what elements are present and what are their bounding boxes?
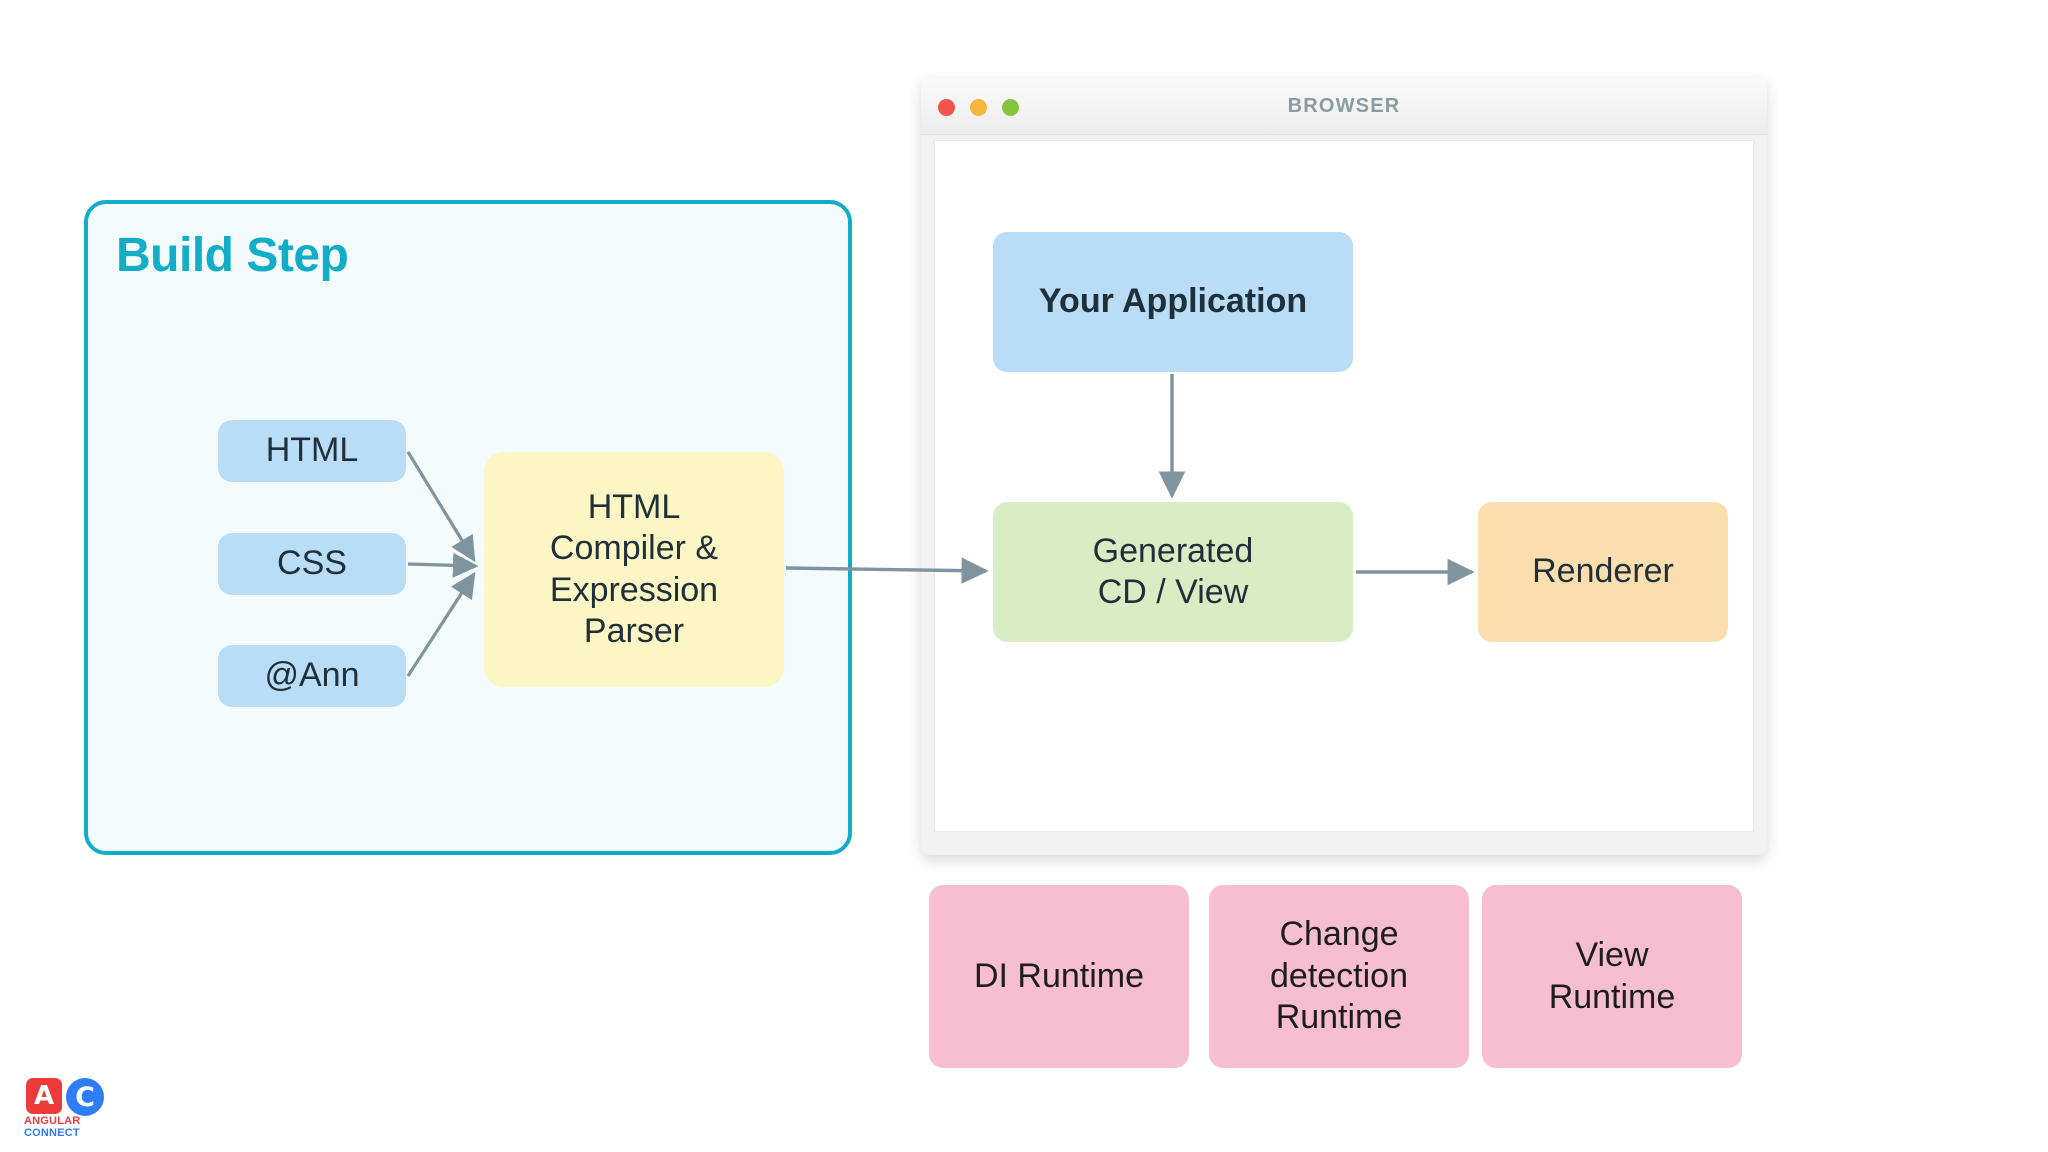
logo-wordmark-line-2: CONNECT (24, 1126, 80, 1139)
view-runtime-line-1: View (1575, 936, 1649, 975)
compiler-line-1: HTML (587, 487, 681, 526)
node-annotations-label: @Ann (264, 656, 360, 695)
logo-wordmark-line-1: ANGULAR (24, 1115, 81, 1127)
node-renderer-label: Renderer (1532, 552, 1674, 591)
generated-line-2: CD / View (1097, 573, 1249, 611)
browser-title: BROWSER (1287, 95, 1401, 117)
di-runtime-line-1: DI Runtime (973, 956, 1145, 995)
logo-a-icon: A (26, 1078, 62, 1114)
node-di-runtime: DI Runtime (929, 885, 1189, 1068)
compiler-line-4: Parser (583, 611, 685, 650)
node-change-detection-runtime: Change detection Runtime (1209, 885, 1469, 1068)
view-runtime-line-2: Runtime (1548, 977, 1676, 1016)
compiler-line-2: Compiler & (549, 529, 719, 568)
node-html-compiler: HTML Compiler & Expression Parser (484, 452, 784, 687)
logo-wordmark: ANGULAR CONNECT (24, 1115, 116, 1139)
logo-c-icon: C (66, 1078, 104, 1116)
node-css-label: CSS (277, 544, 347, 583)
compiler-line-3: Expression (549, 570, 719, 609)
window-close-icon[interactable] (938, 99, 955, 116)
node-html: HTML (218, 420, 406, 482)
window-maximize-icon[interactable] (1002, 99, 1019, 116)
cd-runtime-line-2: detection (1270, 956, 1408, 995)
window-minimize-icon[interactable] (970, 99, 987, 116)
logo-marks: A C (22, 1078, 112, 1118)
node-html-label: HTML (265, 431, 359, 470)
build-step-title: Build Step (116, 229, 349, 282)
browser-window: BROWSER (921, 78, 1767, 855)
browser-titlebar: BROWSER (921, 78, 1767, 135)
angularconnect-logo: A C ANGULAR CONNECT (22, 1078, 112, 1140)
node-view-runtime: View Runtime (1482, 885, 1742, 1068)
cd-runtime-line-3: Runtime (1275, 998, 1403, 1037)
node-your-application-label: Your Application (1038, 282, 1308, 321)
node-renderer: Renderer (1478, 502, 1728, 642)
node-annotations: @Ann (218, 645, 406, 707)
generated-line-1: Generated (1092, 531, 1254, 570)
cd-runtime-line-1: Change (1279, 915, 1399, 954)
node-your-application: Your Application (993, 232, 1353, 372)
node-css: CSS (218, 533, 406, 595)
node-generated-cd-view: Generated CD / View (993, 502, 1353, 642)
